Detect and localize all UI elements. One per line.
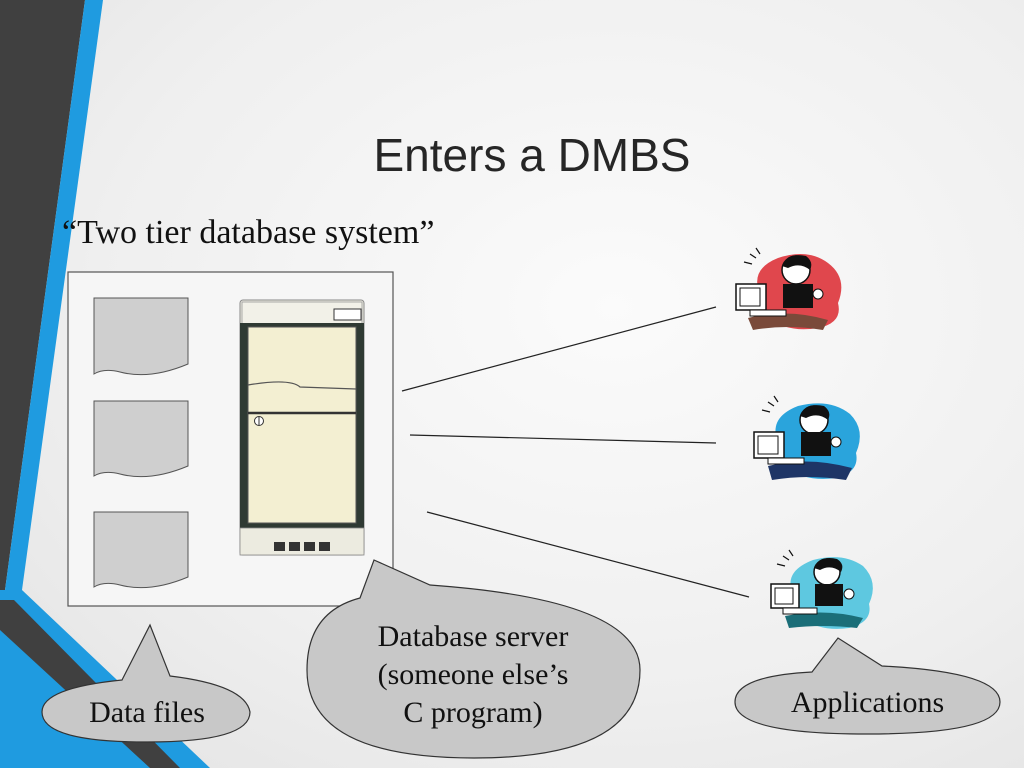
connector-line xyxy=(426,511,750,598)
slide-title: Enters a DMBS xyxy=(373,129,691,181)
data-files-label: Data files xyxy=(89,696,205,729)
connector-lines xyxy=(401,306,750,598)
data-file-icon xyxy=(93,511,189,589)
database-server-callout xyxy=(306,559,641,759)
data-files-callout xyxy=(41,623,251,743)
user-at-computer-icon xyxy=(770,549,873,629)
applications-label: Applications xyxy=(790,686,945,719)
user-at-computer-icon xyxy=(735,247,842,330)
user-at-computer-icon xyxy=(753,395,860,480)
data-file-icon xyxy=(93,400,189,478)
database-server-label: Database server (someone else’s C progra… xyxy=(318,618,628,732)
connector-line xyxy=(409,434,717,444)
database-server-line: C program) xyxy=(403,696,543,729)
database-server-line: Database server xyxy=(377,620,569,653)
connector-line xyxy=(401,306,717,392)
applications-callout xyxy=(734,637,1001,735)
data-file-icon xyxy=(93,297,189,376)
database-server-line: (someone else’s xyxy=(377,658,569,691)
slide-subtitle: “Two tier database system” xyxy=(62,214,435,251)
server-cabinet-icon xyxy=(239,299,365,556)
